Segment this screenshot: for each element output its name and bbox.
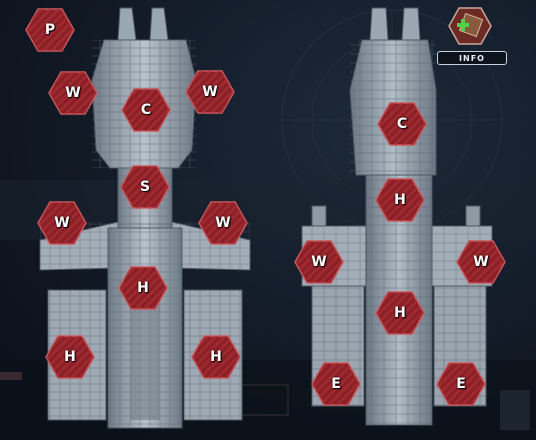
slot-h2[interactable]: H — [45, 334, 95, 380]
hexagon-slot-icon — [311, 362, 361, 406]
hexagon-slot-icon — [121, 88, 171, 132]
hexagon-slot-icon — [191, 335, 241, 379]
hexagon-slot-icon — [377, 102, 427, 146]
slot-e1[interactable]: E — [311, 361, 361, 407]
slot-w6[interactable]: W — [456, 239, 506, 285]
slot-w1[interactable]: W — [48, 70, 98, 116]
hexagon-slot-icon — [25, 8, 75, 52]
cargo-crate-plus-icon-graphic — [448, 7, 492, 45]
slot-c1[interactable]: C — [121, 87, 171, 133]
slot-w2[interactable]: W — [185, 69, 235, 115]
hexagon-slot-icon — [37, 201, 87, 245]
hexagon-slot-icon — [120, 165, 170, 209]
slot-h3[interactable]: H — [191, 334, 241, 380]
slot-s1[interactable]: S — [120, 164, 170, 210]
hexagon-slot-icon — [436, 362, 486, 406]
cargo-crate-plus-icon[interactable] — [448, 6, 492, 46]
hexagon-slot-icon — [375, 291, 425, 335]
slot-e2[interactable]: E — [436, 361, 486, 407]
hexagon-slot-icon — [375, 178, 425, 222]
hexagon-slot-icon — [185, 70, 235, 114]
slot-p1[interactable]: P — [25, 7, 75, 53]
slot-w5[interactable]: W — [294, 239, 344, 285]
hexagon-slot-icon — [48, 71, 98, 115]
info-button[interactable]: INFO — [437, 51, 507, 65]
hexagon-slot-icon — [294, 240, 344, 284]
slot-w3[interactable]: W — [37, 200, 87, 246]
hexagon-slot-icon — [456, 240, 506, 284]
slot-h4[interactable]: H — [375, 177, 425, 223]
hexagon-slot-icon — [118, 266, 168, 310]
slot-h1[interactable]: H — [118, 265, 168, 311]
slot-w4[interactable]: W — [198, 200, 248, 246]
slot-h5[interactable]: H — [375, 290, 425, 336]
hexagon-slot-icon — [198, 201, 248, 245]
slot-c2[interactable]: C — [377, 101, 427, 147]
hexagon-slot-icon — [45, 335, 95, 379]
